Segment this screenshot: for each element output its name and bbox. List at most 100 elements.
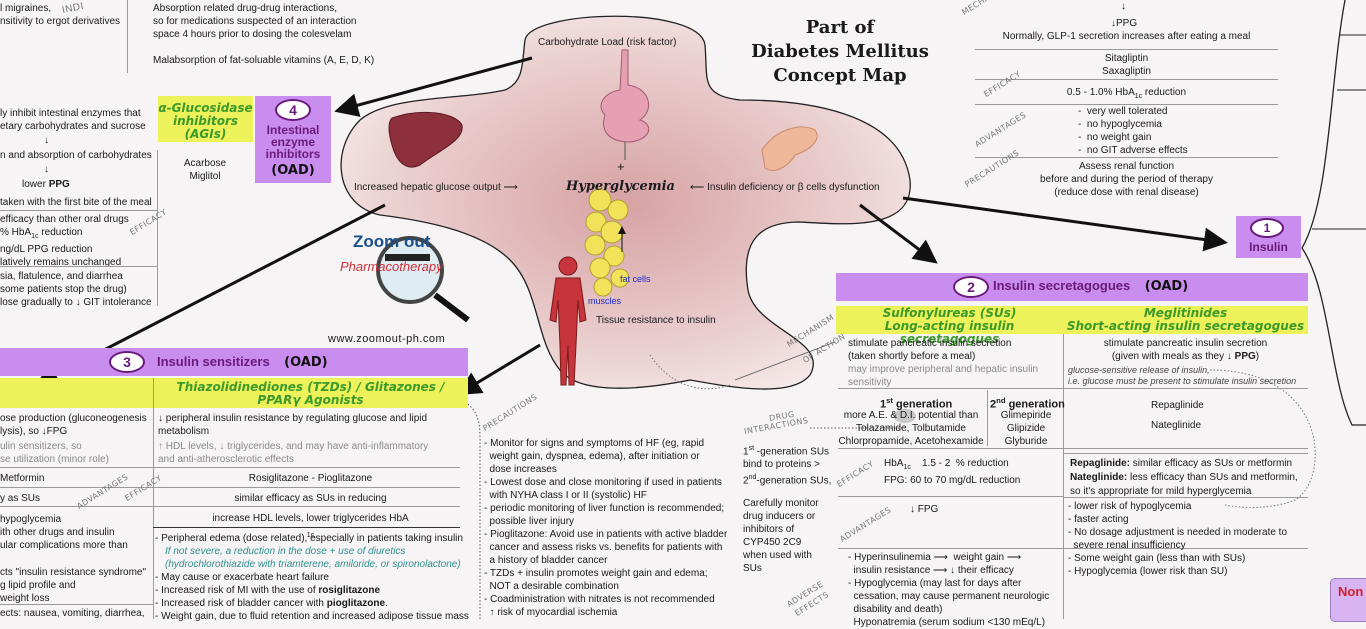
text-segment: so for medications suspected of an inter… xyxy=(153,16,357,27)
divider xyxy=(838,548,1308,549)
text-line: 2nd-generation SUs, xyxy=(743,471,831,487)
text-line: - no hypoglycemia xyxy=(1078,118,1188,131)
logo-pharmacotherapy: Pharmacotherapy xyxy=(340,259,443,274)
text-segment: i.e. glucose must be present to stimulat… xyxy=(1068,376,1297,386)
text-line: ular complications more than xyxy=(0,539,128,552)
second-generation-title: 2nd generation xyxy=(990,394,1065,412)
text-segment: cessation, may cause permanent neurologi… xyxy=(848,591,1050,602)
text-segment: 1 xyxy=(880,398,887,411)
tzd-moa-minor: ↑ HDL levels, ↓ triglycerides, and may h… xyxy=(158,440,428,466)
agi-header xyxy=(158,96,253,142)
text-line: Intestinal xyxy=(255,124,331,136)
text-segment: % HbA xyxy=(0,227,32,238)
text-line: some patients stop the drug) xyxy=(0,283,152,296)
text-segment: disability and death) xyxy=(848,604,943,615)
divider xyxy=(975,157,1278,158)
non-insulin-box[interactable]: Non xyxy=(1330,578,1366,622)
insulin-deficiency: ⟵ Insulin deficiency or β cells dysfunct… xyxy=(690,182,880,193)
text-segment: (given with meals as they ↓ xyxy=(1111,351,1235,362)
text-line: etary carbohydrates and sucrose xyxy=(0,120,146,133)
text-segment: -generation SUs, xyxy=(756,475,832,487)
su-moa-minor: may improve peripheral and hepatic insul… xyxy=(848,363,1038,389)
divider xyxy=(1063,497,1308,498)
su-advantages: ↓ FPG xyxy=(910,504,939,515)
text-line: enzyme xyxy=(255,136,331,148)
title-line: Concept Map xyxy=(773,65,907,86)
text-segment: Assess renal function xyxy=(1078,161,1175,172)
text-segment: ) xyxy=(1255,351,1260,362)
text-segment: sia, flatulence, and diarrhea xyxy=(0,271,123,282)
text-line: inhibitors xyxy=(158,115,253,128)
text-segment: Short-acting insulin secretagogues xyxy=(1066,319,1305,333)
divider xyxy=(127,0,128,73)
text-segment: Glyburide xyxy=(1004,436,1048,447)
text-line: ulin sensitizers, so xyxy=(0,440,109,453)
text-segment: - no weight gain xyxy=(1078,132,1152,143)
text-segment: Glipizide xyxy=(1006,423,1046,434)
text-line: ose production (gluconeogenesis xyxy=(0,412,147,425)
text-segment: stimulate pancreatic insulin secretion xyxy=(1103,338,1268,349)
text-segment: CYP450 2C9 xyxy=(743,537,802,548)
text-line: Acarbose xyxy=(170,157,240,170)
text-segment: FPG: 60 to 70 mg/dL reduction xyxy=(884,475,1021,486)
agi-ppg: lower PPG xyxy=(22,178,70,191)
text-line: Miglitol xyxy=(170,170,240,183)
divider xyxy=(975,79,1278,80)
text-segment: If not severe, a reduction in the dose +… xyxy=(165,546,406,557)
text-line: 1st -generation SUs xyxy=(743,442,831,458)
text-segment: etary carbohydrates and sucrose xyxy=(0,121,146,132)
text-segment: pioglitazone xyxy=(326,598,386,609)
text-segment: Meglitinides xyxy=(1143,306,1228,320)
meglitinide-advantages: - lower risk of hypoglycemia- faster act… xyxy=(1068,500,1287,552)
text-segment: severe renal insufficiency xyxy=(1068,540,1186,551)
text-segment: ulin sensitizers, so xyxy=(0,441,82,452)
text-segment: sensitivity xyxy=(848,377,892,388)
divider xyxy=(0,506,460,507)
text-line: - Increased risk of MI with the use of r… xyxy=(155,584,469,597)
text-segment: Acarbose xyxy=(183,158,227,169)
text-segment: Nateglinide xyxy=(1151,420,1202,431)
text-line: glucose-sensitive release of insulin, xyxy=(1068,365,1296,376)
text-segment: - Some weight gain (less than with SUs) xyxy=(1068,553,1246,564)
text-segment: Tolazamide, Tolbutamide xyxy=(856,423,966,434)
text-line: (taken shortly before a meal) xyxy=(848,350,1011,363)
text-line: before and during the period of therapy xyxy=(975,173,1278,186)
text-segment: drug inducers or xyxy=(743,511,816,522)
text-line: - Coadministration with nitrates is not … xyxy=(484,593,727,606)
divider xyxy=(0,210,157,211)
text-line: (AGIs) xyxy=(158,128,253,141)
text-segment: some patients stop the drug) xyxy=(0,284,127,295)
text-segment: Repaglinide: xyxy=(1070,458,1131,469)
text-segment: (reduce dose with renal disease) xyxy=(1054,187,1199,198)
text-segment: - Lowest dose and close monitoring if us… xyxy=(484,477,722,488)
divider xyxy=(157,150,158,306)
text-segment: inhibitors xyxy=(172,114,239,128)
text-line: - lower risk of hypoglycemia xyxy=(1068,500,1287,513)
text-line: NOT a desirable combination xyxy=(484,580,727,593)
text-segment: inhibitors of xyxy=(743,524,795,535)
text-segment: less efficacy than SUs and metformin, xyxy=(1127,472,1298,483)
number-badge: 1 xyxy=(1250,218,1284,238)
magnifier-icon xyxy=(376,236,470,323)
text-line: l migraines, xyxy=(0,2,120,15)
su-moa: stimulate pancreatic insulin secretion(t… xyxy=(848,337,1011,363)
insulin-sensitizers-title: Insulin sensitizers xyxy=(157,354,270,369)
text-line: Meglitinides xyxy=(1063,307,1308,320)
text-segment: 2 xyxy=(990,398,997,411)
text-line: (given with meals as they ↓ PPG) xyxy=(1063,350,1308,363)
text-line: with NYHA class I or II (systolic) HF xyxy=(484,489,727,502)
text-line: ng/dL PPG reduction xyxy=(0,243,129,256)
website-url[interactable]: www.zoomout-ph.com xyxy=(328,333,446,345)
divider xyxy=(975,49,1278,50)
non-insulin-label: Non xyxy=(1338,584,1364,599)
insulin-secretagogues-bar[interactable] xyxy=(836,273,1308,301)
insulin-sensitizers-bar[interactable] xyxy=(0,348,468,376)
text-line: lysis), so ↓FPG xyxy=(0,425,147,438)
divider xyxy=(153,527,460,528)
divider xyxy=(838,388,1308,389)
text-line: - Pioglitazone: Avoid use in patients wi… xyxy=(484,528,727,541)
